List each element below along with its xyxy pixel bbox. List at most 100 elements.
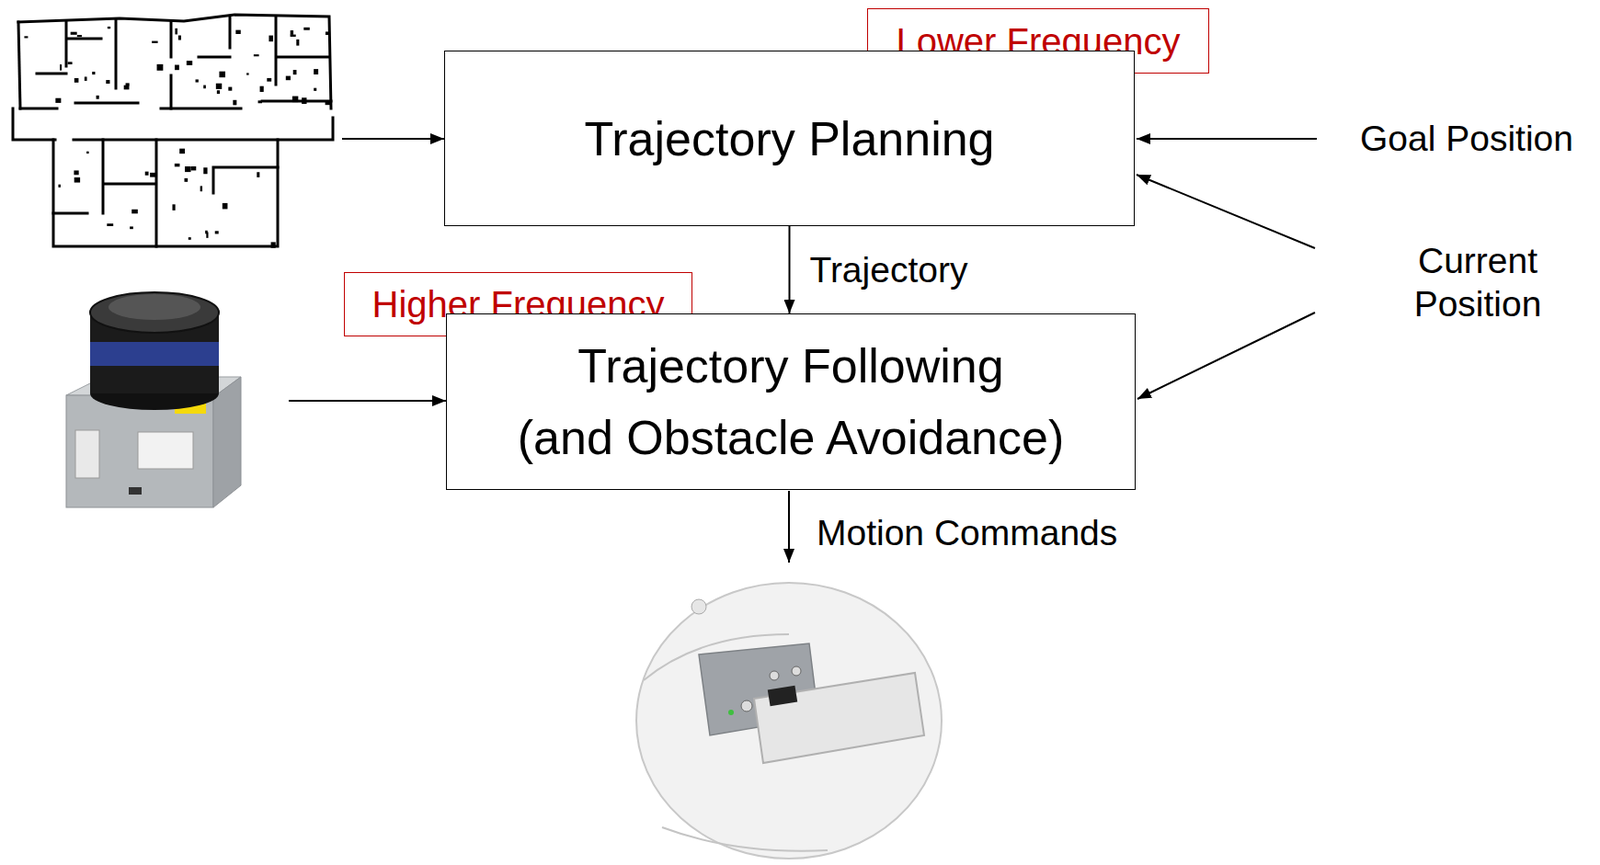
scanner-port bbox=[128, 487, 142, 495]
map-wall bbox=[36, 16, 330, 109]
map-speck bbox=[174, 28, 178, 35]
node-text: Trajectory Planning bbox=[583, 102, 995, 175]
map-speck bbox=[191, 166, 197, 171]
map-speck bbox=[145, 171, 149, 176]
map-speck bbox=[268, 35, 274, 43]
map-speck bbox=[266, 78, 272, 82]
map-speck bbox=[74, 177, 80, 183]
input-label-box: Current Position bbox=[1385, 240, 1570, 327]
map-wall bbox=[18, 22, 21, 109]
scanner-sticker bbox=[75, 430, 100, 479]
map-speck bbox=[260, 86, 264, 92]
scanner-cap-top bbox=[108, 294, 201, 320]
node-text: Trajectory Following (and Obstacle Avoid… bbox=[446, 330, 1135, 474]
map-speck bbox=[285, 76, 291, 81]
floor-plan-map bbox=[12, 14, 333, 249]
map-speck bbox=[179, 148, 185, 155]
map-speck bbox=[96, 95, 100, 100]
map-speck bbox=[23, 35, 28, 38]
robot-screw bbox=[691, 599, 707, 615]
map-speck bbox=[157, 64, 164, 71]
map-speck bbox=[293, 69, 298, 75]
robot-button bbox=[741, 700, 753, 712]
map-wall bbox=[20, 101, 332, 109]
map-arrow bbox=[342, 137, 445, 140]
map-speck bbox=[216, 83, 222, 90]
map-speck bbox=[200, 185, 203, 192]
map-wall bbox=[53, 139, 278, 247]
map-speck bbox=[125, 82, 130, 86]
robot-bumper-line bbox=[662, 827, 828, 852]
map-speck bbox=[325, 101, 332, 105]
map-speck bbox=[228, 87, 232, 92]
map-wall bbox=[18, 14, 332, 109]
text-line: Trajectory Planning bbox=[583, 112, 995, 166]
map-speck bbox=[178, 35, 182, 41]
map-speck bbox=[313, 68, 319, 75]
map-speck bbox=[271, 241, 276, 248]
process-box: Trajectory Following (and Obstacle Avoid… bbox=[445, 313, 1136, 491]
map-speck bbox=[303, 27, 310, 31]
map-speck bbox=[74, 78, 80, 83]
map-speck bbox=[183, 178, 188, 183]
robot-tray bbox=[754, 673, 925, 764]
map-speck bbox=[222, 203, 229, 209]
robot-button bbox=[791, 666, 801, 676]
edge-label: Trajectory bbox=[810, 248, 969, 292]
input-label: Current Position bbox=[1385, 240, 1570, 327]
map-speck bbox=[131, 209, 138, 215]
map-speck bbox=[124, 85, 130, 91]
map-speck bbox=[296, 39, 299, 46]
map-speck bbox=[77, 34, 82, 37]
map-speck bbox=[292, 96, 298, 103]
map-speck bbox=[290, 34, 297, 37]
map-wall bbox=[53, 139, 278, 247]
map-speck bbox=[105, 80, 110, 84]
position-arrow bbox=[1136, 174, 1315, 249]
input-label-box: Goal Position bbox=[1360, 117, 1574, 161]
map-speck bbox=[73, 170, 79, 175]
command-arrow bbox=[788, 491, 790, 563]
map-speck bbox=[188, 237, 192, 240]
map-speck bbox=[106, 223, 114, 227]
map-speck bbox=[107, 26, 111, 29]
map-speck bbox=[184, 166, 191, 172]
map-speck bbox=[129, 226, 134, 229]
input-label: Goal Position bbox=[1360, 117, 1574, 161]
map-speck bbox=[171, 204, 175, 211]
map-speck bbox=[55, 98, 61, 103]
map-speck bbox=[174, 65, 180, 71]
robot-button bbox=[769, 671, 779, 681]
text-line: (and Obstacle Avoidance) bbox=[517, 411, 1065, 465]
map-speck bbox=[70, 32, 78, 35]
map-wall bbox=[12, 108, 333, 140]
text-line: Trajectory Following bbox=[577, 339, 1004, 393]
map-noise bbox=[23, 26, 331, 249]
map-speck bbox=[84, 76, 88, 80]
map-speck bbox=[174, 163, 181, 167]
map-speck bbox=[151, 41, 159, 44]
process-box: Trajectory Planning bbox=[444, 50, 1135, 227]
map-speck bbox=[149, 172, 157, 178]
map-speck bbox=[57, 184, 60, 188]
map-speck bbox=[253, 54, 260, 57]
edge-label-box: Trajectory bbox=[810, 248, 969, 292]
map-speck bbox=[325, 31, 330, 35]
sensor-arrow bbox=[288, 400, 446, 402]
map-speck bbox=[313, 88, 317, 92]
robot-base bbox=[636, 582, 942, 859]
scanner-band bbox=[90, 342, 219, 366]
map-speck bbox=[256, 171, 260, 178]
robot-connector bbox=[767, 685, 798, 707]
map-speck bbox=[246, 72, 250, 75]
map-speck bbox=[218, 71, 226, 79]
map-speck bbox=[215, 230, 219, 234]
map-speck bbox=[203, 167, 207, 174]
map-speck bbox=[205, 230, 208, 235]
map-speck bbox=[235, 30, 240, 35]
robot-led bbox=[728, 709, 734, 716]
map-speck bbox=[203, 85, 206, 90]
output-label: Motion Commands bbox=[816, 512, 1118, 556]
map-speck bbox=[217, 90, 220, 94]
